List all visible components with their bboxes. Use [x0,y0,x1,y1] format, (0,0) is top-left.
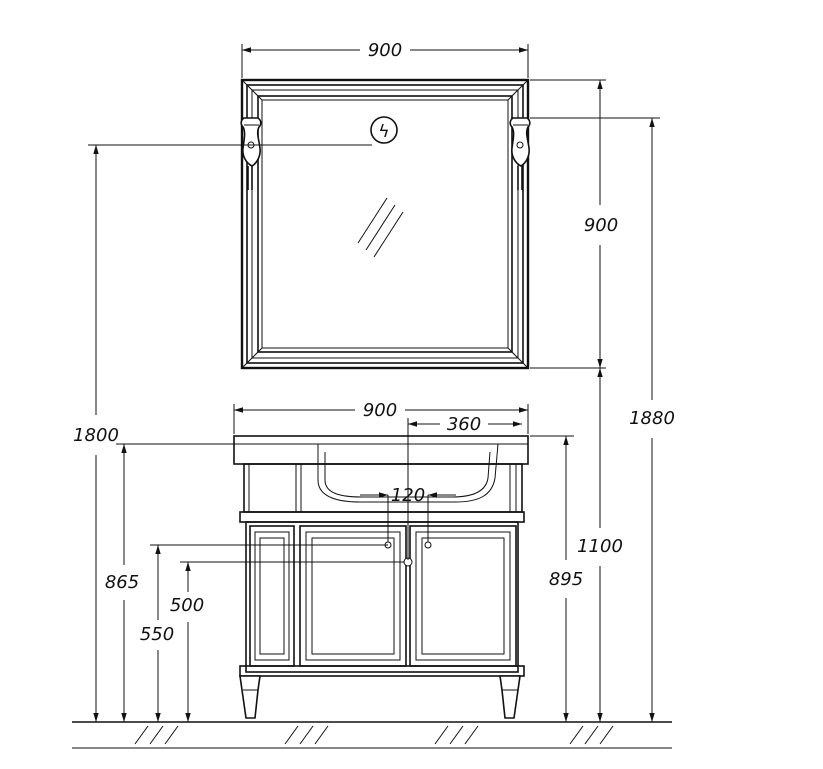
mirror-height-label: 900 [584,215,618,236]
left-wall-lamp [240,117,262,190]
mirror-bottom-height-label: 1100 [577,536,623,557]
cabinet-top-height-label: 895 [549,569,583,590]
mirror-top-height-label: 1880 [629,408,675,429]
left-leg [239,675,261,719]
mirror [240,78,530,370]
right-wall-lamp [509,117,531,190]
supply-height-label: 550 [140,624,174,645]
cabinet-width-label: 900 [363,400,397,421]
electrical-outlet-icon: ϟ [370,116,398,144]
drain-spacing-label: 120 [391,485,425,506]
lamp-height-label: 1800 [73,425,119,446]
drain-height-label: 500 [170,595,204,616]
mirror-width-label: 900 [368,40,402,61]
outlet-symbol: ϟ [378,122,389,142]
dimension-lines [88,44,660,722]
countertop-height-label: 865 [105,572,139,593]
supply-point-icon [424,541,432,549]
right-leg [499,675,521,719]
floor-line [72,721,672,749]
glass-reflection-icon [357,197,404,258]
vanity-cabinet [233,435,529,719]
sink-offset-label: 360 [447,414,481,435]
